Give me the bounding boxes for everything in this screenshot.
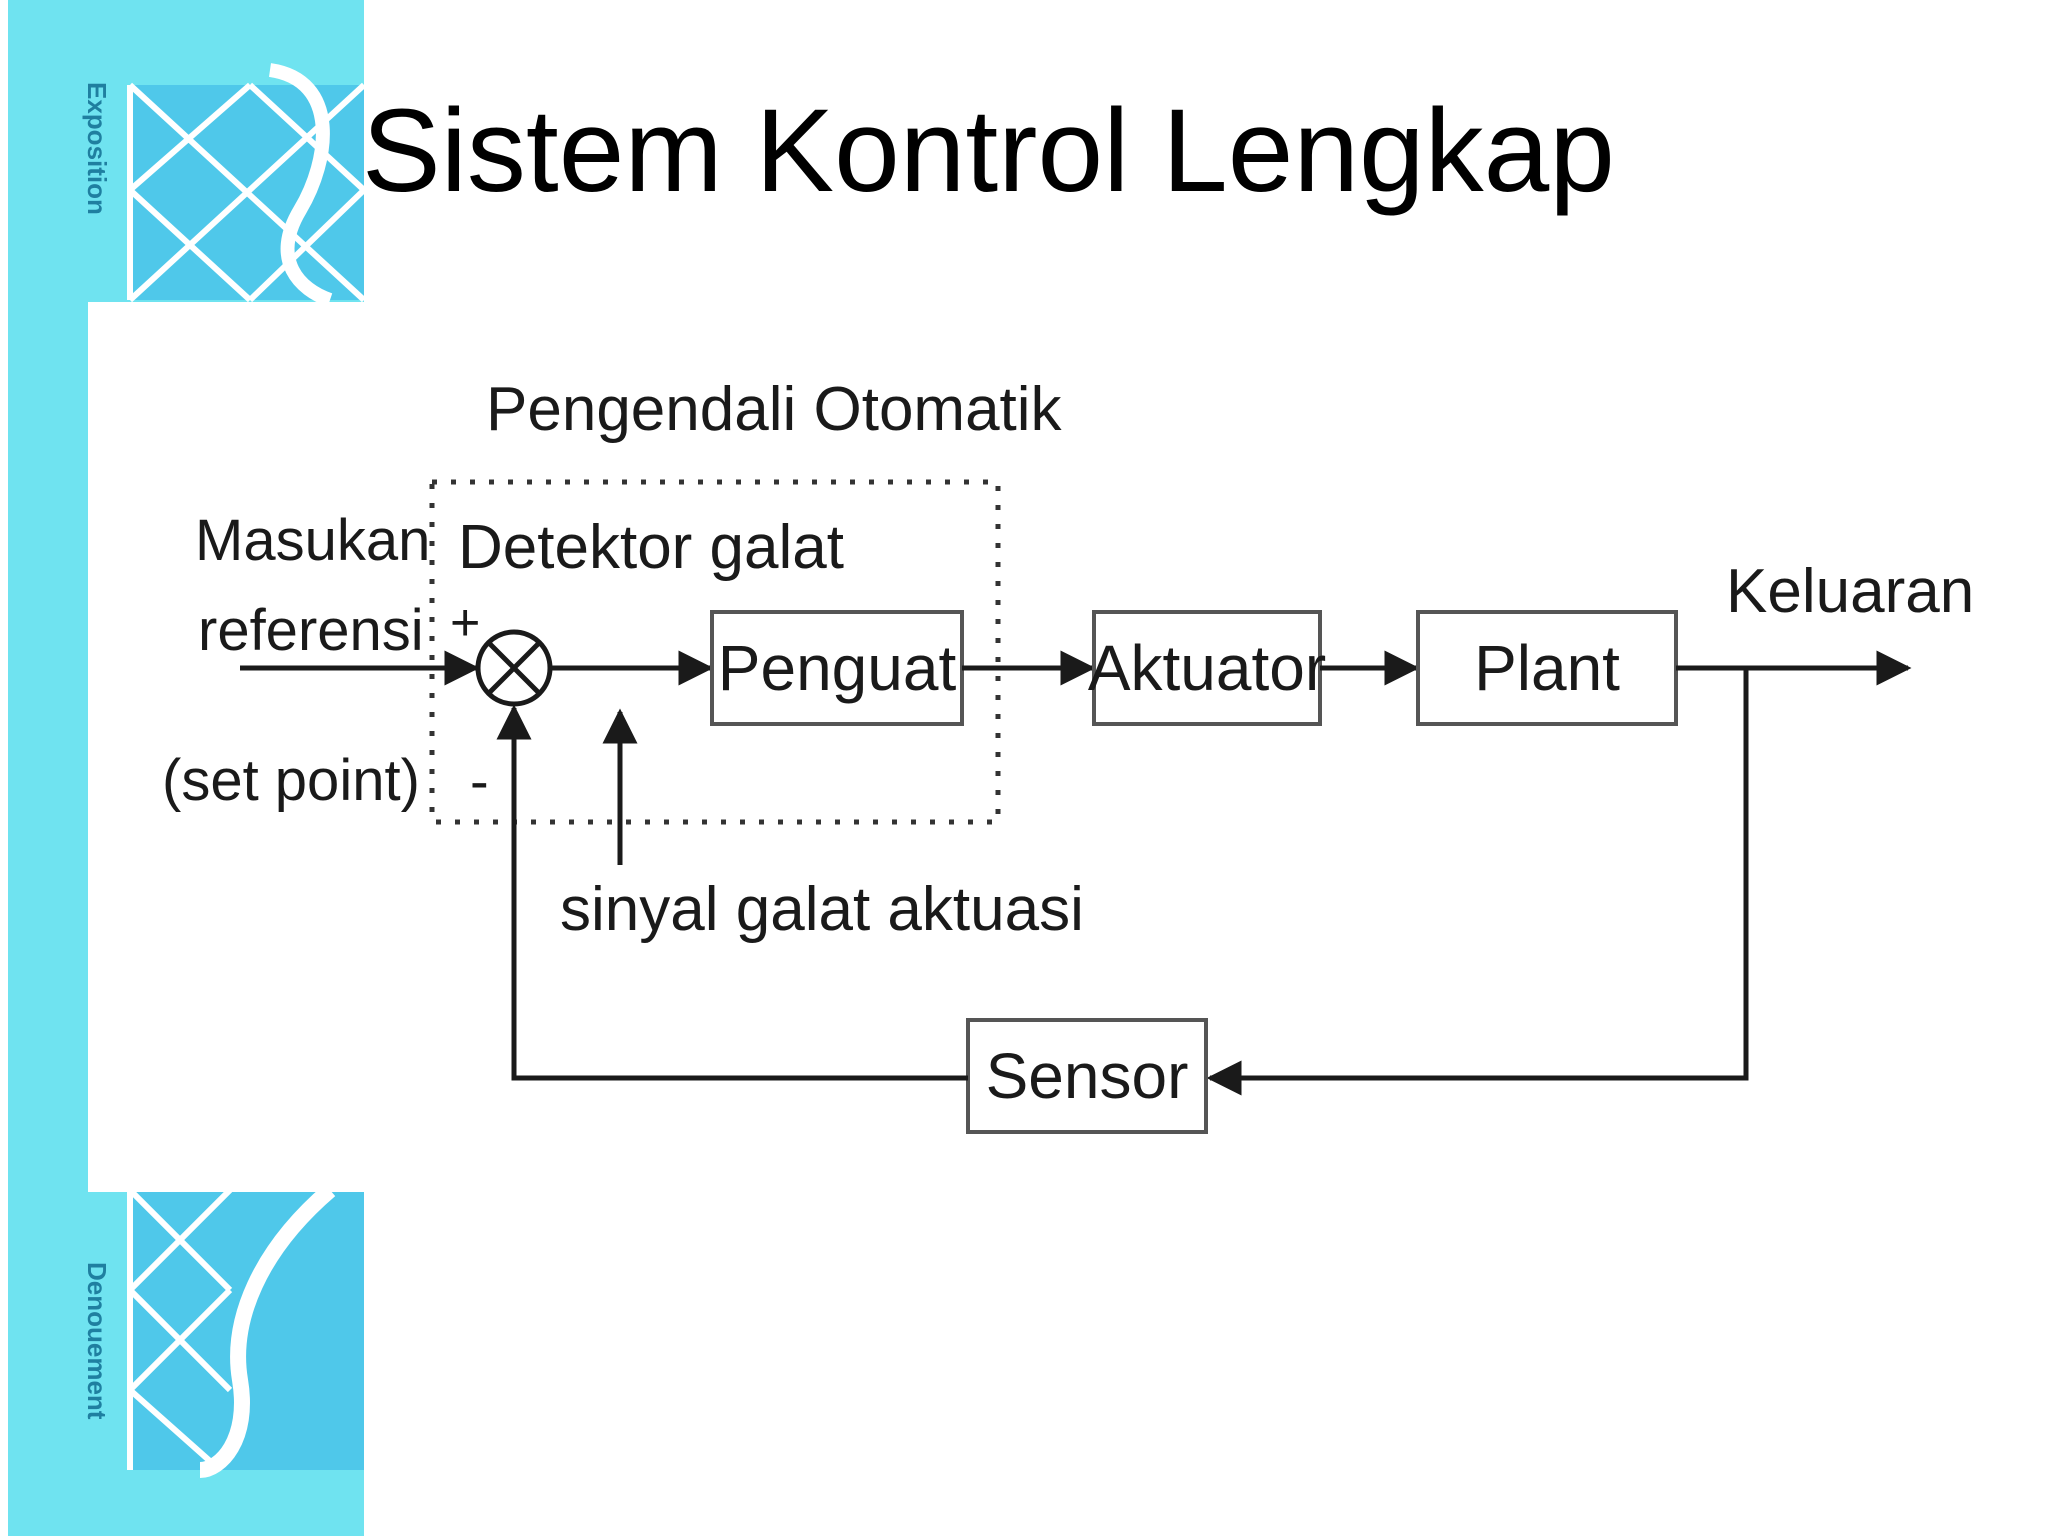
plus-sign: +	[450, 594, 480, 652]
minus-sign: -	[470, 749, 489, 812]
error-signal-label: sinyal galat aktuasi	[560, 875, 1084, 944]
feedback-line-right	[1206, 668, 1749, 1096]
slide-title: Sistem Kontrol Lengkap	[362, 85, 1615, 217]
amplifier-label: Penguat	[718, 632, 957, 704]
input-label-line3: (set point)	[162, 748, 420, 813]
bottom-lattice-icon	[127, 1183, 364, 1478]
plant-block: Plant	[1416, 610, 1678, 726]
actuator-block: Aktuator	[1088, 610, 1326, 726]
sensor-block: Sensor	[966, 1018, 1208, 1134]
top-lattice-icon	[127, 63, 364, 307]
summing-junction	[475, 629, 553, 707]
input-label-line2: referensi	[198, 598, 424, 663]
controller-group-label: Pengendali Otomatik	[486, 375, 1063, 444]
sensor-label: Sensor	[986, 1040, 1189, 1112]
amplifier-block: Penguat	[710, 610, 964, 726]
actuator-label: Aktuator	[1088, 632, 1326, 704]
feedback-line-left	[496, 704, 968, 1081]
input-label-line1: Masukan	[195, 508, 430, 573]
output-label: Keluaran	[1726, 557, 1974, 626]
plant-label: Plant	[1474, 632, 1620, 704]
error-detector-label: Detektor galat	[458, 513, 844, 582]
